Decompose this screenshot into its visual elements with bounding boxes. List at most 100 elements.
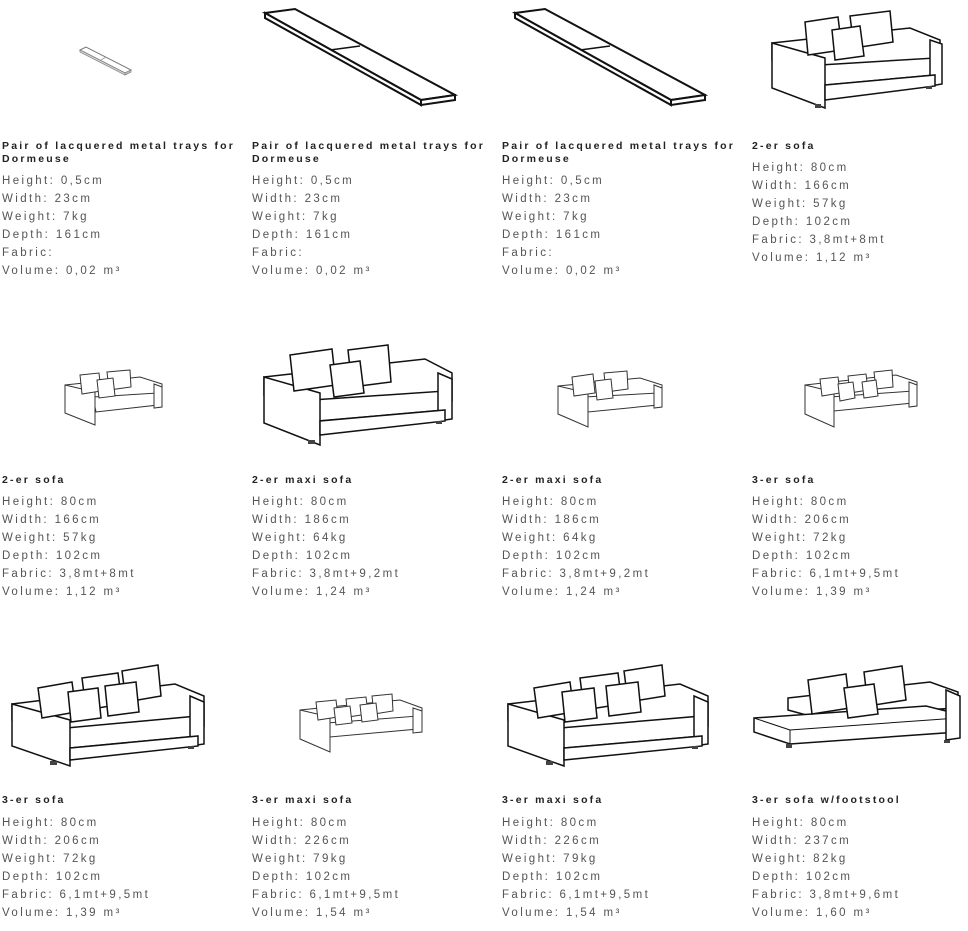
spec-fabric: Fabric: 3,8mt+8mt	[2, 568, 136, 580]
spec-volume: Volume: 1,60 m³	[752, 907, 872, 919]
spec-depth: Depth: 102cm	[752, 871, 853, 883]
product-title: 2-er maxi sofa	[252, 474, 354, 486]
spec-width: Width: 23cm	[502, 193, 593, 205]
product-title: 2-er maxi sofa	[502, 474, 604, 486]
sofa-3-seat-maxi-icon	[500, 656, 740, 786]
spec-width: Width: 23cm	[252, 193, 343, 205]
spec-list: Height: 80cm Width: 186cm Weight: 64kg D…	[252, 493, 487, 601]
spec-volume: Volume: 0,02 m³	[252, 265, 372, 277]
spec-width: Width: 186cm	[252, 514, 352, 526]
spec-volume: Volume: 0,02 m³	[502, 265, 622, 277]
spec-weight: Weight: 57kg	[752, 198, 848, 210]
spec-volume: Volume: 1,39 m³	[752, 586, 872, 598]
spec-weight: Weight: 7kg	[2, 211, 89, 223]
spec-width: Width: 237cm	[752, 835, 852, 847]
tray-large-icon	[250, 0, 490, 130]
spec-width: Width: 166cm	[752, 180, 852, 192]
spec-width: Width: 226cm	[502, 835, 602, 847]
spec-volume: Volume: 1,24 m³	[252, 586, 372, 598]
sofa-3-seat-icon	[750, 335, 968, 465]
sofa-3-seat-maxi-icon	[250, 656, 490, 786]
product-title: 2-er sofa	[752, 140, 816, 152]
spec-fabric: Fabric: 6,1mt+9,5mt	[752, 568, 901, 580]
product-title: 3-er sofa	[2, 794, 66, 806]
product-title: Pair of lacquered metal trays for Dormeu…	[502, 140, 736, 165]
spec-fabric: Fabric: 3,8mt+9,2mt	[502, 568, 651, 580]
spec-list: Height: 80cm Width: 226cm Weight: 79kg D…	[252, 814, 487, 922]
spec-height: Height: 80cm	[502, 496, 599, 508]
spec-weight: Weight: 79kg	[502, 853, 598, 865]
product-title: 3-er sofa w/footstool	[752, 794, 901, 806]
spec-width: Width: 23cm	[2, 193, 93, 205]
product-title: 3-er maxi sofa	[502, 794, 604, 806]
spec-list: Height: 80cm Width: 206cm Weight: 72kg D…	[752, 493, 968, 601]
spec-volume: Volume: 1,24 m³	[502, 586, 622, 598]
product-card[interactable]: 2-er sofa Height: 80cm Width: 166cm Weig…	[0, 335, 240, 635]
spec-list: Height: 80cm Width: 166cm Weight: 57kg D…	[2, 493, 237, 601]
product-card[interactable]: 3-er sofa Height: 80cm Width: 206cm Weig…	[750, 335, 968, 635]
spec-list: Height: 80cm Width: 206cm Weight: 72kg D…	[2, 814, 237, 922]
spec-fabric: Fabric: 6,1mt+9,5mt	[502, 889, 651, 901]
spec-fabric: Fabric:	[502, 247, 554, 259]
spec-height: Height: 80cm	[752, 496, 849, 508]
spec-weight: Weight: 79kg	[252, 853, 348, 865]
spec-depth: Depth: 102cm	[752, 216, 853, 228]
product-card[interactable]: 3-er maxi sofa Height: 80cm Width: 226cm…	[500, 656, 740, 931]
product-card[interactable]: Pair of lacquered metal trays for Dormeu…	[250, 0, 490, 300]
spec-fabric: Fabric:	[2, 247, 54, 259]
spec-depth: Depth: 102cm	[252, 871, 353, 883]
spec-height: Height: 0,5cm	[2, 175, 105, 187]
product-card[interactable]: 3-er sofa w/footstool Height: 80cm Width…	[750, 656, 968, 931]
spec-weight: Weight: 7kg	[252, 211, 339, 223]
spec-fabric: Fabric: 6,1mt+9,5mt	[252, 889, 401, 901]
spec-depth: Depth: 102cm	[502, 550, 603, 562]
spec-list: Height: 0,5cm Width: 23cm Weight: 7kg De…	[2, 172, 237, 280]
spec-width: Width: 226cm	[252, 835, 352, 847]
spec-weight: Weight: 64kg	[252, 532, 348, 544]
spec-weight: Weight: 72kg	[752, 532, 848, 544]
spec-list: Height: 80cm Width: 186cm Weight: 64kg D…	[502, 493, 737, 601]
spec-list: Height: 80cm Width: 226cm Weight: 79kg D…	[502, 814, 737, 922]
spec-volume: Volume: 1,12 m³	[2, 586, 122, 598]
spec-weight: Weight: 72kg	[2, 853, 98, 865]
product-card[interactable]: Pair of lacquered metal trays for Dormeu…	[0, 0, 240, 300]
spec-volume: Volume: 1,54 m³	[252, 907, 372, 919]
spec-depth: Depth: 102cm	[252, 550, 353, 562]
spec-weight: Weight: 7kg	[502, 211, 589, 223]
spec-depth: Depth: 161cm	[502, 229, 603, 241]
spec-weight: Weight: 82kg	[752, 853, 848, 865]
tray-small-icon	[0, 0, 240, 130]
spec-width: Width: 206cm	[2, 835, 102, 847]
product-title: 2-er sofa	[2, 474, 66, 486]
sofa-footstool-icon	[750, 656, 968, 786]
spec-list: Height: 0,5cm Width: 23cm Weight: 7kg De…	[252, 172, 487, 280]
product-card[interactable]: 2-er sofa Height: 80cm Width: 166cm Weig…	[750, 0, 968, 300]
sofa-2-seat-maxi-icon	[500, 335, 740, 465]
spec-list: Height: 0,5cm Width: 23cm Weight: 7kg De…	[502, 172, 737, 280]
spec-depth: Depth: 102cm	[2, 871, 103, 883]
spec-height: Height: 80cm	[2, 496, 99, 508]
spec-height: Height: 80cm	[752, 162, 849, 174]
spec-height: Height: 80cm	[502, 817, 599, 829]
spec-depth: Depth: 102cm	[502, 871, 603, 883]
spec-depth: Depth: 102cm	[752, 550, 853, 562]
spec-width: Width: 206cm	[752, 514, 852, 526]
spec-height: Height: 80cm	[752, 817, 849, 829]
spec-height: Height: 0,5cm	[502, 175, 605, 187]
product-title: Pair of lacquered metal trays for Dormeu…	[2, 140, 236, 165]
product-card[interactable]: 2-er maxi sofa Height: 80cm Width: 186cm…	[500, 335, 740, 635]
product-card[interactable]: 3-er sofa Height: 80cm Width: 206cm Weig…	[0, 656, 240, 931]
spec-volume: Volume: 0,02 m³	[2, 265, 122, 277]
product-card[interactable]: Pair of lacquered metal trays for Dormeu…	[500, 0, 740, 300]
spec-weight: Weight: 64kg	[502, 532, 598, 544]
spec-depth: Depth: 102cm	[2, 550, 103, 562]
spec-depth: Depth: 161cm	[252, 229, 353, 241]
spec-depth: Depth: 161cm	[2, 229, 103, 241]
spec-fabric: Fabric: 3,8mt+9,6mt	[752, 889, 901, 901]
sofa-2-seat-icon	[0, 335, 240, 465]
spec-width: Width: 166cm	[2, 514, 102, 526]
product-card[interactable]: 2-er maxi sofa Height: 80cm Width: 186cm…	[250, 335, 490, 635]
spec-volume: Volume: 1,39 m³	[2, 907, 122, 919]
product-card[interactable]: 3-er maxi sofa Height: 80cm Width: 226cm…	[250, 656, 490, 931]
